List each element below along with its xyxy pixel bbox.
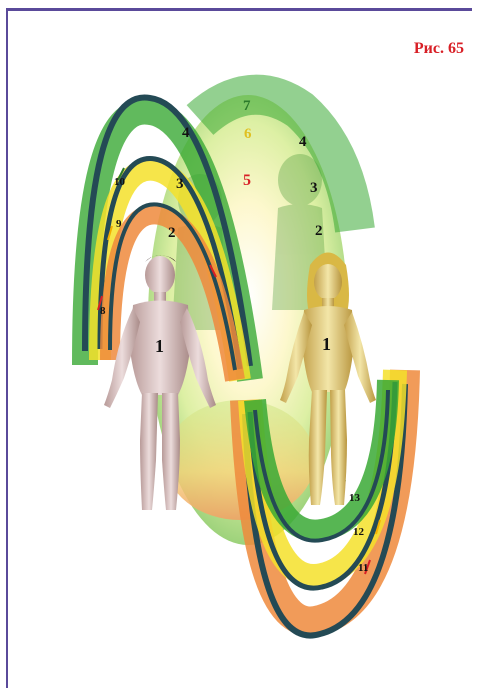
label-2-left: 2 [168, 225, 176, 241]
label-6: 6 [244, 126, 252, 142]
label-10: 10 [114, 176, 126, 188]
label-13: 13 [349, 492, 361, 504]
label-4-left: 4 [182, 125, 190, 141]
label-12: 12 [353, 526, 365, 538]
label-9: 9 [116, 218, 122, 230]
label-7: 7 [243, 98, 251, 114]
label-3-right: 3 [310, 180, 318, 196]
label-1-left: 1 [155, 336, 164, 356]
label-11: 11 [358, 562, 368, 574]
label-3-left: 3 [176, 176, 184, 192]
label-5: 5 [243, 172, 251, 189]
label-8: 8 [100, 305, 106, 317]
label-4-right: 4 [299, 134, 307, 150]
label-1-right: 1 [322, 334, 331, 354]
label-2-right: 2 [315, 223, 323, 239]
